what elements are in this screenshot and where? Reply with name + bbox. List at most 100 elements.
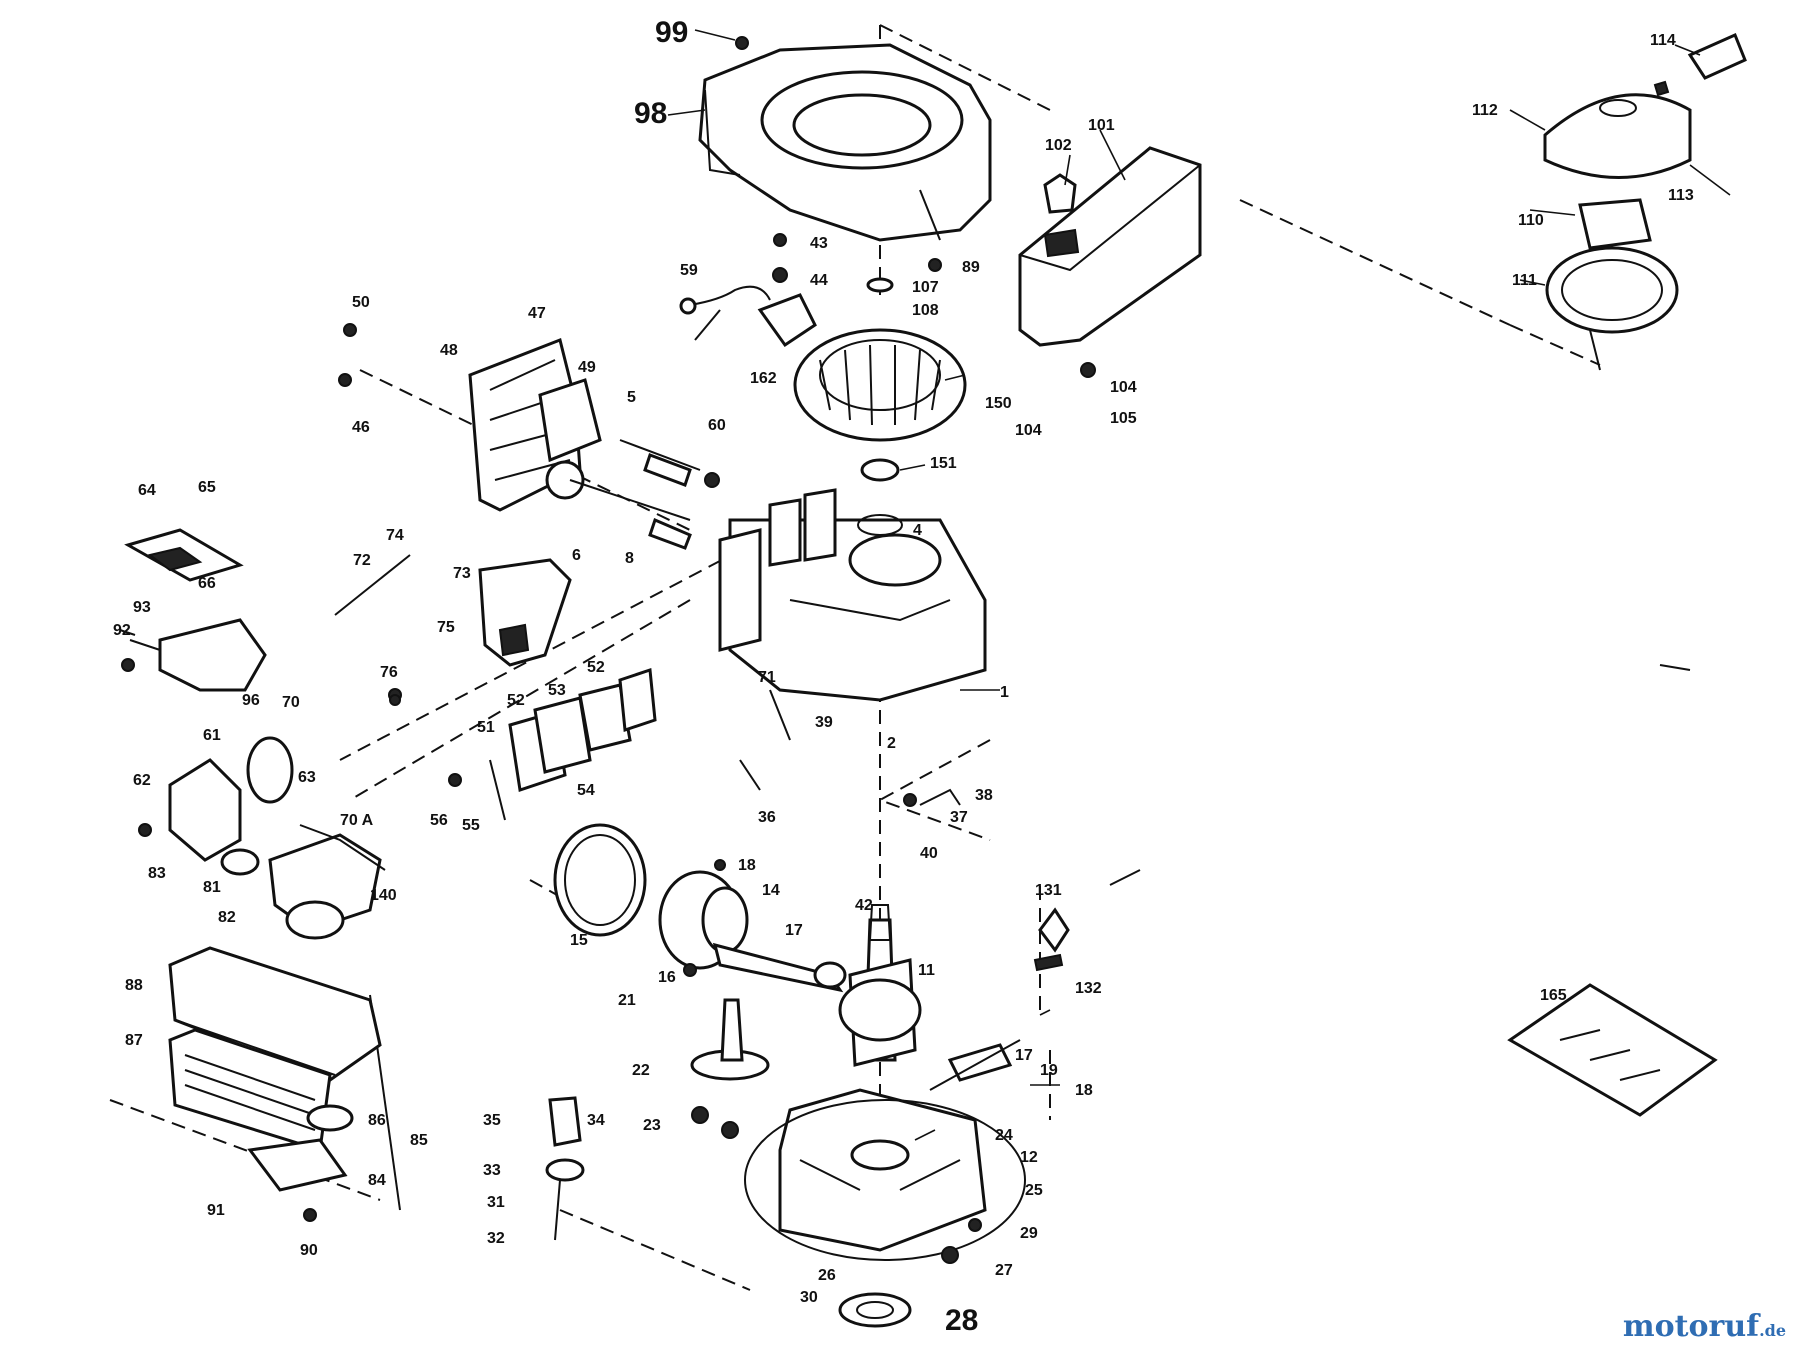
label-54: 54 bbox=[577, 782, 595, 799]
watermark-logo: motoruf.de bbox=[1623, 1309, 1786, 1344]
label-165: 165 bbox=[1540, 987, 1567, 1004]
label-70a: 70 A bbox=[340, 812, 374, 829]
piston-rings bbox=[553, 823, 647, 937]
label-55: 55 bbox=[462, 817, 480, 834]
label-151: 151 bbox=[930, 455, 957, 472]
label-64: 64 bbox=[138, 482, 156, 499]
governor-bracket bbox=[168, 736, 294, 876]
dipstick bbox=[1033, 907, 1070, 972]
label-25: 25 bbox=[1025, 1182, 1043, 1199]
label-74: 74 bbox=[386, 527, 404, 544]
label-44: 44 bbox=[810, 272, 828, 289]
label-56: 56 bbox=[430, 812, 448, 829]
label-98: 98 bbox=[634, 97, 667, 130]
gaskets bbox=[489, 667, 657, 821]
label-19: 19 bbox=[1040, 1062, 1058, 1079]
rewind-starter bbox=[1543, 32, 1747, 334]
label-51: 51 bbox=[477, 719, 495, 736]
label-131: 131 bbox=[1035, 882, 1062, 899]
label-50: 50 bbox=[352, 294, 370, 311]
label-35: 35 bbox=[483, 1112, 501, 1129]
label-71: 71 bbox=[758, 669, 776, 686]
label-29: 29 bbox=[1020, 1225, 1038, 1242]
label-43: 43 bbox=[810, 235, 828, 252]
watermark-brand: motoruf bbox=[1622, 1309, 1760, 1344]
carburetor bbox=[268, 824, 386, 940]
label-90: 90 bbox=[300, 1242, 318, 1259]
label-59: 59 bbox=[680, 262, 698, 279]
label-84: 84 bbox=[368, 1172, 386, 1189]
blower-housing bbox=[698, 43, 992, 242]
label-105: 105 bbox=[1110, 410, 1137, 427]
label-99: 99 bbox=[655, 16, 688, 49]
label-87: 87 bbox=[125, 1032, 143, 1049]
label-102: 102 bbox=[1045, 137, 1072, 154]
label-42: 42 bbox=[855, 897, 873, 914]
label-66: 66 bbox=[198, 575, 216, 592]
label-52: 52 bbox=[587, 659, 605, 676]
label-76: 76 bbox=[380, 664, 398, 681]
crankshaft bbox=[838, 904, 922, 1067]
label-16: 16 bbox=[658, 969, 676, 986]
label-17b: 17 bbox=[1015, 1047, 1033, 1064]
label-1: 1 bbox=[1000, 684, 1009, 701]
label-52b: 52 bbox=[507, 692, 525, 709]
label-150: 150 bbox=[985, 395, 1012, 412]
label-15: 15 bbox=[570, 932, 588, 949]
label-132: 132 bbox=[1075, 980, 1102, 997]
label-22: 22 bbox=[632, 1062, 650, 1079]
cylinder-head bbox=[468, 337, 602, 512]
label-46: 46 bbox=[352, 419, 370, 436]
governor-assembly bbox=[545, 1096, 585, 1241]
label-23: 23 bbox=[643, 1117, 661, 1134]
label-111: 111 bbox=[1512, 272, 1537, 289]
label-12: 12 bbox=[1020, 1149, 1038, 1166]
label-61: 61 bbox=[203, 727, 221, 744]
label-33: 33 bbox=[483, 1162, 501, 1179]
label-89: 89 bbox=[962, 259, 980, 276]
label-18b: 18 bbox=[1075, 1082, 1093, 1099]
label-40: 40 bbox=[920, 845, 938, 862]
label-6: 6 bbox=[572, 547, 581, 564]
label-110: 110 bbox=[1518, 212, 1544, 229]
label-107: 107 bbox=[912, 279, 939, 296]
ignition-coil bbox=[679, 285, 817, 348]
label-5: 5 bbox=[627, 389, 636, 406]
label-34: 34 bbox=[587, 1112, 605, 1129]
label-37: 37 bbox=[950, 809, 968, 826]
label-17a: 17 bbox=[785, 922, 803, 939]
flywheel bbox=[793, 277, 967, 482]
label-104a: 104 bbox=[1110, 379, 1137, 396]
label-92: 92 bbox=[113, 622, 131, 639]
label-112: 112 bbox=[1472, 102, 1498, 119]
label-60: 60 bbox=[708, 417, 726, 434]
label-93: 93 bbox=[133, 599, 151, 616]
label-32: 32 bbox=[487, 1230, 505, 1247]
label-38: 38 bbox=[975, 787, 993, 804]
connecting-rod bbox=[712, 942, 847, 993]
label-4: 4 bbox=[913, 522, 922, 539]
label-73: 73 bbox=[453, 565, 471, 582]
label-63: 63 bbox=[298, 769, 316, 786]
air-filter-element bbox=[168, 1028, 354, 1192]
breather-cover bbox=[478, 558, 572, 667]
label-8: 8 bbox=[625, 550, 634, 567]
label-75: 75 bbox=[437, 619, 455, 636]
decal-sheet bbox=[1507, 983, 1718, 1117]
spark-plug-tag bbox=[124, 528, 244, 582]
label-104b: 104 bbox=[1015, 422, 1042, 439]
label-14: 14 bbox=[762, 882, 780, 899]
label-24: 24 bbox=[995, 1127, 1013, 1144]
label-62: 62 bbox=[133, 772, 151, 789]
label-28: 28 bbox=[945, 1304, 978, 1337]
label-162: 162 bbox=[750, 370, 777, 387]
label-53: 53 bbox=[548, 682, 566, 699]
part-labels: 99 98 101 102 114 112 113 110 111 43 44 … bbox=[113, 16, 1694, 1337]
label-31: 31 bbox=[487, 1194, 505, 1211]
label-140: 140 bbox=[370, 887, 397, 904]
piston bbox=[658, 870, 749, 970]
fuel-tank bbox=[1018, 146, 1202, 347]
label-48: 48 bbox=[440, 342, 458, 359]
label-27: 27 bbox=[995, 1262, 1013, 1279]
